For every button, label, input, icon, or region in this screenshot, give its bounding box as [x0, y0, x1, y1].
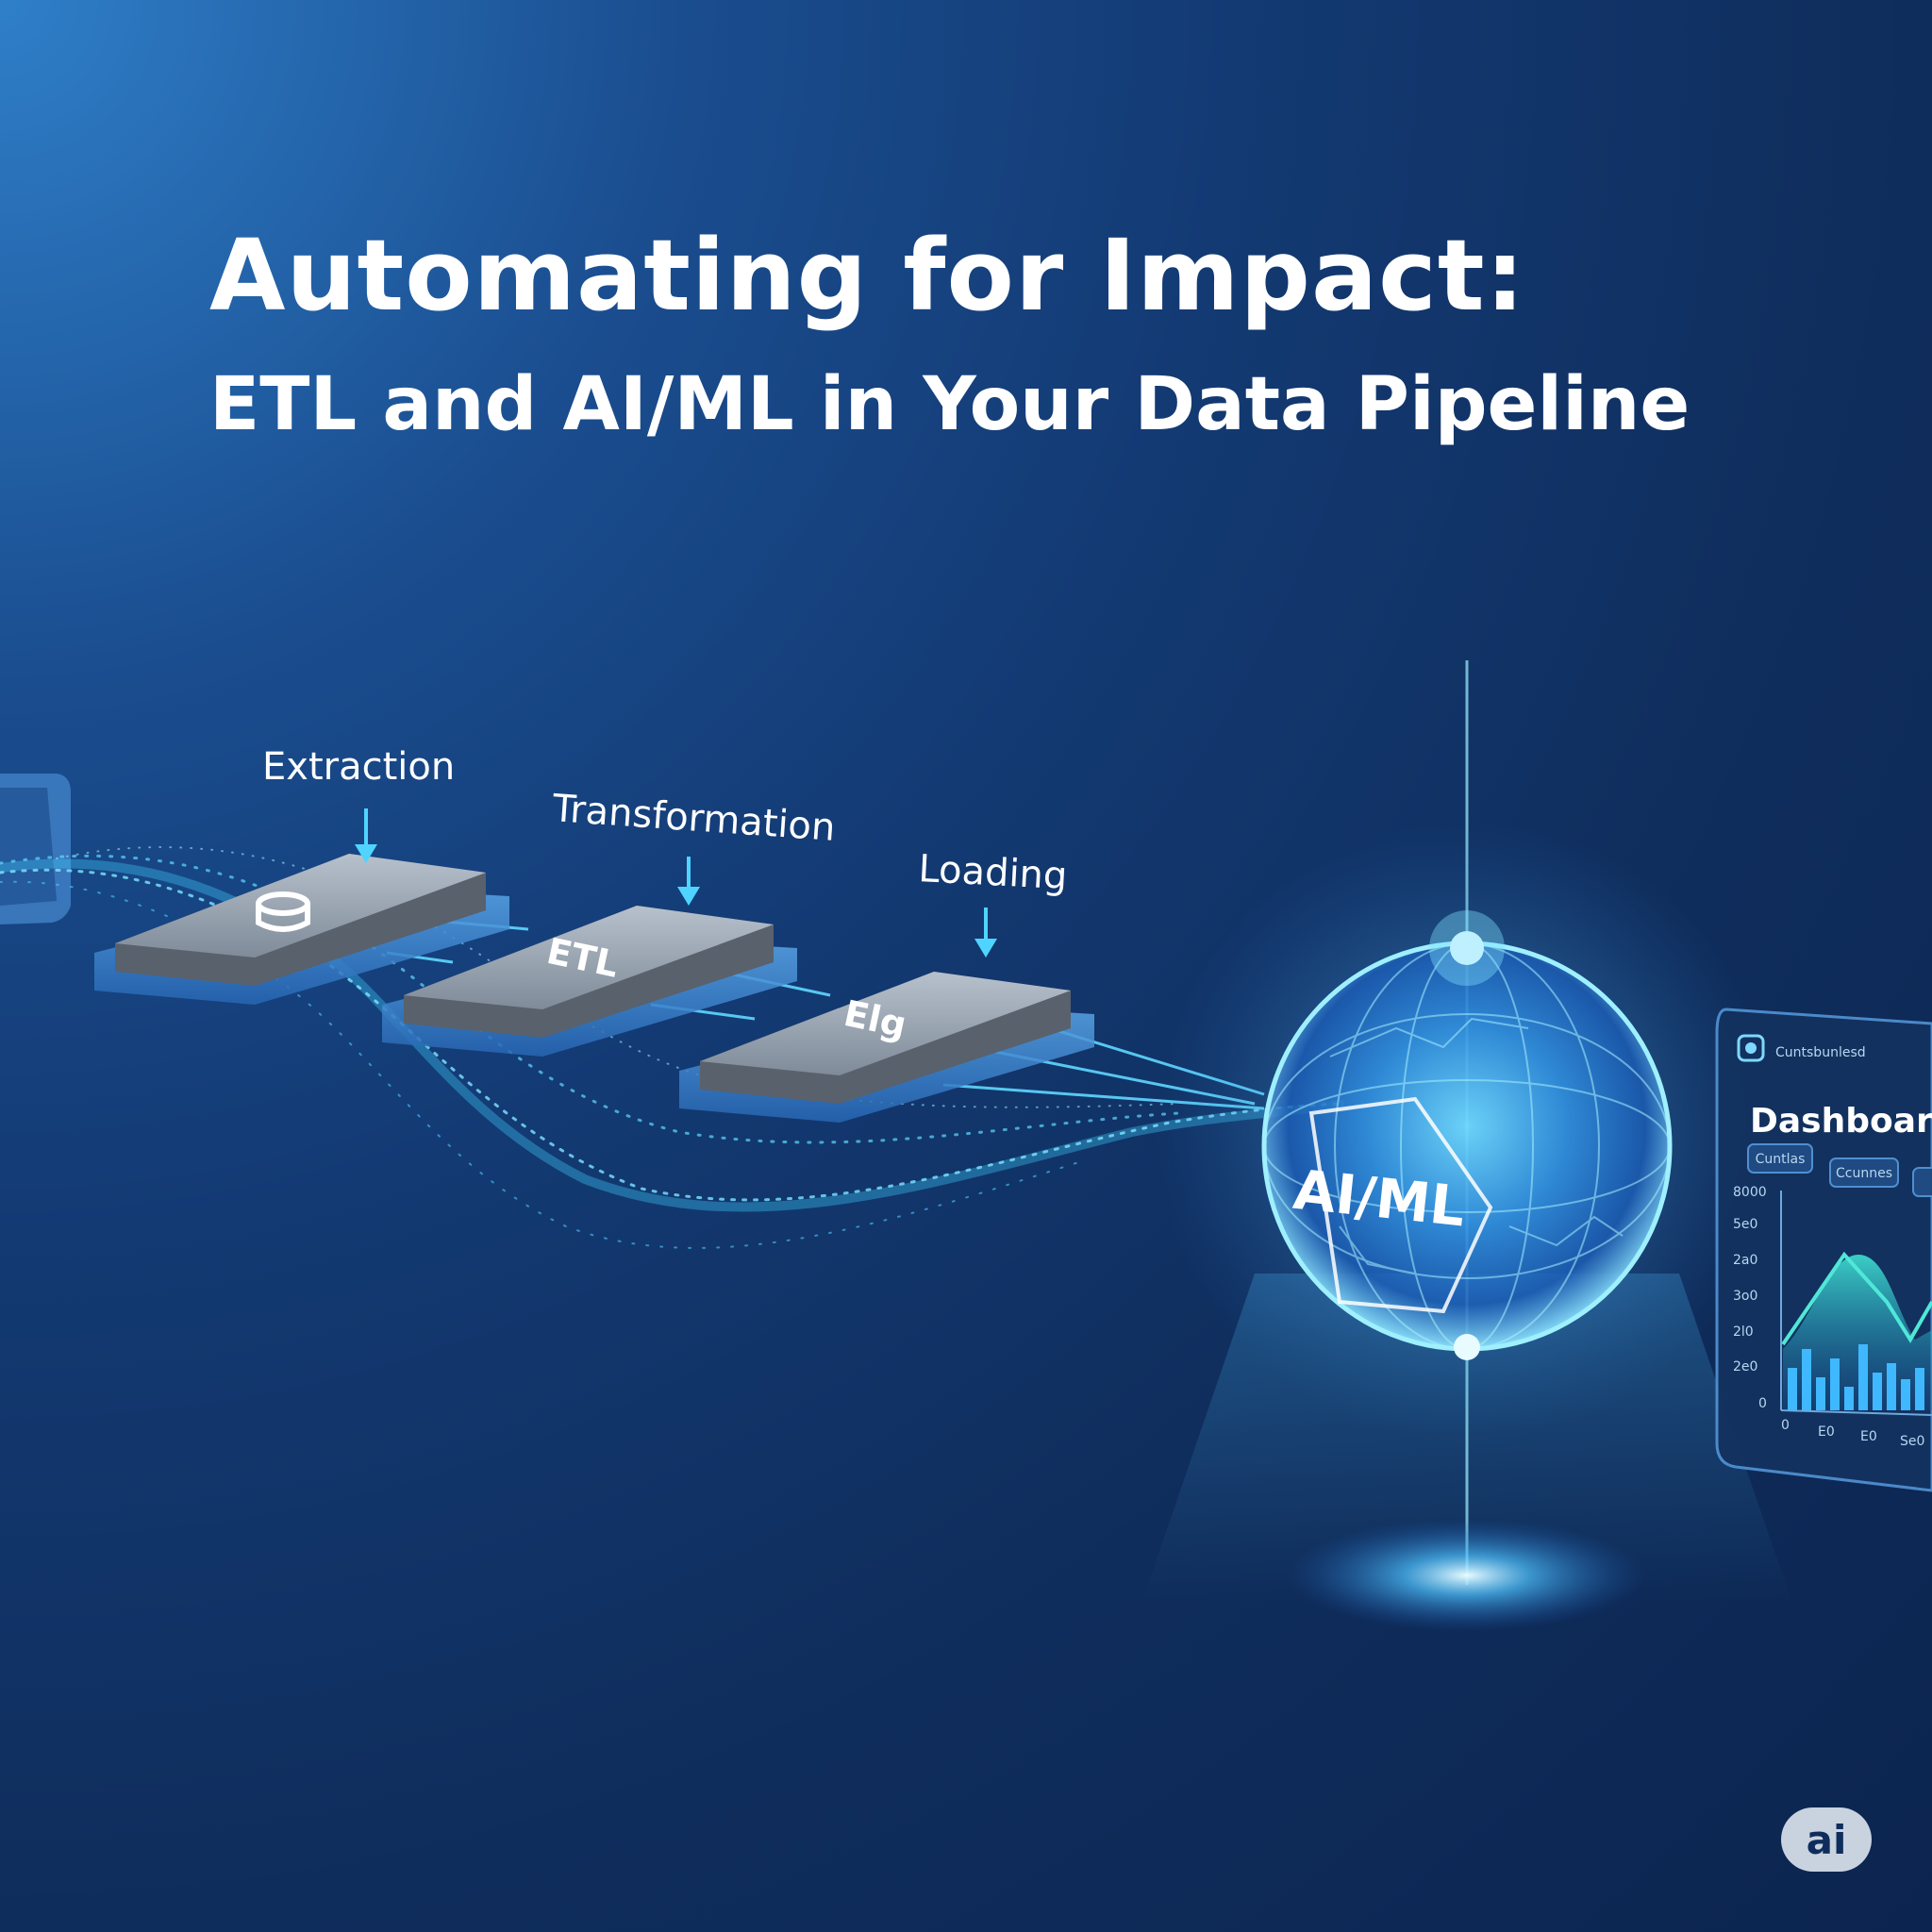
dashboard-panel[interactable]: Cuntsbunlesd Dashboard Cuntlas Ccunnes 8… [1715, 1008, 1932, 1492]
dashboard-bar [1901, 1379, 1910, 1410]
stage-label-extraction: Extraction [262, 745, 455, 789]
dashboard-button[interactable]: Cuntlas [1747, 1143, 1813, 1174]
dashboard-bar [1887, 1363, 1896, 1410]
stage-chip-transformation[interactable]: ETL [382, 906, 797, 1057]
x-tick-label: E0 [1818, 1424, 1835, 1440]
dashboard-title: Dashboard [1750, 1102, 1932, 1141]
dashboard-x-axis: 0 E0 E0 Se0 [1781, 1418, 1924, 1449]
page-subtitle: ETL and AI/ML in Your Data Pipeline [209, 362, 1690, 448]
dashboard-button[interactable] [1912, 1167, 1932, 1197]
down-arrow-icon [677, 857, 700, 906]
y-tick-label: 5e0 [1733, 1217, 1757, 1232]
dashboard-bar [1873, 1373, 1882, 1410]
dashboard-bar [1816, 1377, 1825, 1410]
data-source-block [0, 774, 71, 924]
ai-badge-logo: ai [1781, 1807, 1872, 1872]
dashboard-bar [1915, 1368, 1924, 1410]
stage-chip-extraction[interactable] [94, 854, 509, 1005]
title-block: Automating for Impact: ETL and AI/ML in … [209, 222, 1690, 446]
x-tick-label: Se0 [1900, 1434, 1924, 1449]
dashboard-trend-line [1781, 1251, 1932, 1346]
data-stream [0, 846, 1344, 1249]
x-axis-line [1780, 1409, 1932, 1416]
dashboard-header: Cuntsbunlesd [1775, 1045, 1866, 1060]
dashboard-y-axis: 8000 5e0 2a0 3o0 2l0 2e0 0 [1733, 1185, 1767, 1411]
stage-label-loading: Loading [917, 847, 1068, 898]
dashboard-button-label: Ccunnes [1836, 1166, 1892, 1181]
stage-chip-loading[interactable]: Elg [679, 972, 1094, 1123]
dashboard-bar [1802, 1349, 1811, 1410]
y-tick-label: 2l0 [1733, 1324, 1754, 1340]
stage-label-transformation: Transformation [550, 787, 837, 850]
database-icon [256, 891, 310, 932]
page-title: Automating for Impact: [209, 218, 1526, 333]
dashboard-button-label: Cuntlas [1756, 1152, 1806, 1167]
stage-labels: Extraction Transformation Loading [262, 745, 1068, 898]
dashboard-bar [1830, 1358, 1840, 1410]
y-tick-label: 2a0 [1733, 1253, 1757, 1268]
down-arrow-icon [355, 808, 377, 863]
y-tick-label: 3o0 [1733, 1289, 1757, 1304]
down-arrow-icons [355, 808, 997, 958]
down-arrow-icon [974, 908, 997, 958]
floor-glow [1288, 1519, 1646, 1632]
dashboard-bar [1788, 1368, 1797, 1410]
dashboard-bar [1844, 1387, 1854, 1410]
ai-ml-sphere[interactable]: AI/ML [1156, 821, 1778, 1443]
dashboard-app-icon [1737, 1034, 1765, 1062]
y-tick-label: 2e0 [1733, 1359, 1757, 1374]
dashboard-button[interactable]: Ccunnes [1829, 1158, 1899, 1188]
y-tick-label: 8000 [1733, 1185, 1767, 1200]
x-tick-label: 0 [1781, 1418, 1790, 1433]
dashboard-bars [1788, 1344, 1924, 1410]
x-tick-label: E0 [1860, 1429, 1877, 1444]
y-tick-label: 0 [1758, 1396, 1767, 1411]
dashboard-bar [1858, 1344, 1868, 1410]
